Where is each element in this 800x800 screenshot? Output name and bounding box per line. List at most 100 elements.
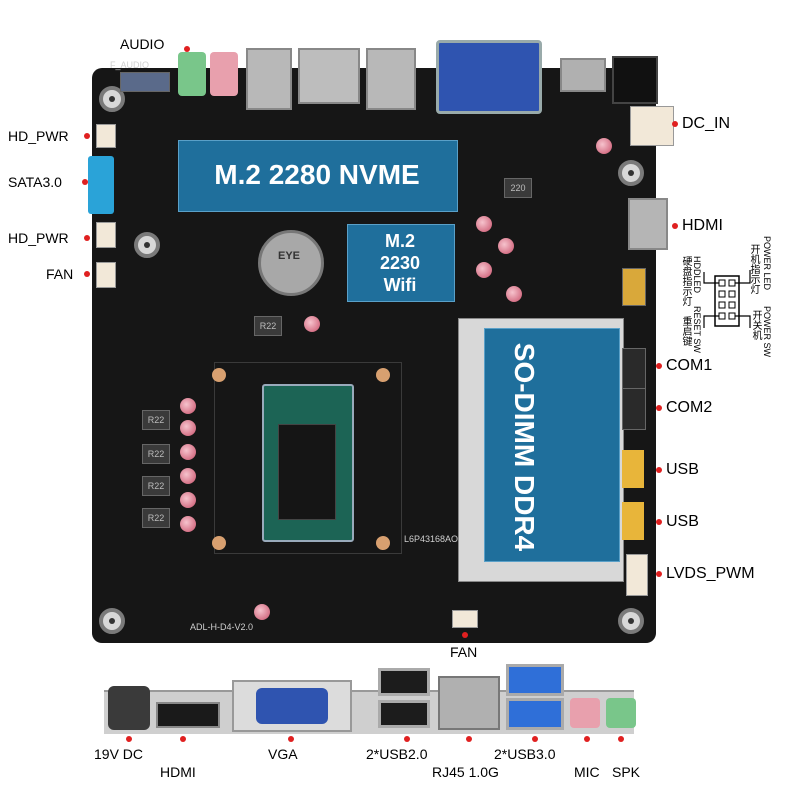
capacitor-7 [476, 216, 492, 232]
io-label-vga: VGA [268, 746, 298, 762]
cpu-pad-4 [376, 536, 390, 550]
io-vga-connector [256, 688, 328, 724]
io-hdmi-dot [180, 736, 186, 742]
label-audio-dot [184, 46, 190, 52]
front-panel-header [622, 268, 646, 306]
cpu-socket-area [214, 362, 402, 554]
m2-wifi-label-3: Wifi [383, 275, 417, 295]
label-fan-left: FAN [46, 266, 74, 282]
io-usb2-dot [404, 736, 410, 742]
label-com2: COM2 [666, 399, 713, 416]
fp-power-sw-cn: 开关机 [750, 310, 761, 340]
capacitor-6 [180, 516, 196, 532]
io-rj45-port [438, 676, 500, 730]
capacitor-9 [476, 262, 492, 278]
dc-in-connector [630, 106, 674, 146]
io-usb3-port-top [506, 664, 564, 696]
label-hdmi-right-dot [672, 223, 678, 229]
capacitor-12 [596, 138, 612, 154]
io-label-hdmi: HDMI [160, 764, 196, 780]
capacitor-4 [180, 468, 196, 484]
capacitor-1 [180, 398, 196, 414]
sata-connector [88, 156, 114, 214]
label-audio: AUDIO [120, 36, 165, 52]
fp-power-sw: POWER SW [762, 306, 772, 357]
mounting-hole-mid-left [134, 232, 160, 258]
label-com1-dot [656, 363, 662, 369]
inductor-3: R22 [142, 476, 170, 496]
label-hd-pwr-bottom: HD_PWR [8, 230, 69, 246]
label-lvds-pwm: LVDS_PWM [666, 565, 755, 582]
cmos-battery [258, 230, 324, 296]
cmos-battery-brand: EYE [278, 250, 301, 262]
cpu-die [278, 424, 336, 520]
cpu-pad-1 [212, 368, 226, 382]
m2-wifi-label-1: M.2 [384, 231, 415, 251]
io-dc-dot [126, 736, 132, 742]
mounting-hole-top-right [618, 160, 644, 186]
capacitor-11 [304, 316, 320, 332]
fp-reset-sw: RESET SW [692, 306, 702, 353]
audio-jack-green [178, 52, 206, 96]
io-label-mic: MIC [574, 764, 600, 780]
capacitor-5 [180, 492, 196, 508]
io-hdmi-port [156, 702, 220, 728]
io-dc-jack [108, 686, 150, 730]
io-vga-dot [288, 736, 294, 742]
io-label-dc: 19V DC [94, 746, 144, 762]
io-rj45-dot [466, 736, 472, 742]
front-audio-header [120, 72, 170, 92]
inductor-2: R22 [142, 444, 170, 464]
io-mic-jack [570, 698, 600, 728]
sodimm-module [484, 328, 620, 562]
usb-header-1 [622, 450, 644, 488]
capacitor-13 [254, 604, 270, 620]
com1-header [622, 348, 646, 390]
hdmi-port-side [628, 198, 668, 250]
label-usb2-dot [656, 519, 662, 525]
vga-port-top [436, 40, 542, 114]
board-model-silk: ADL-H-D4-V2.0 [190, 622, 254, 632]
usb-header-2 [622, 502, 644, 540]
fp-hdd-led: HDDLED [692, 256, 702, 294]
m2-wifi-slot [347, 224, 455, 302]
label-usb2: USB [666, 513, 699, 530]
m2-wifi-label-2: 2230 [379, 253, 421, 273]
io-usb2-port-bottom [378, 700, 430, 728]
fp-power-led-cn: 开机指示灯 [748, 244, 759, 294]
label-dc-in: DC_IN [682, 115, 731, 132]
label-fan-left-dot [84, 271, 90, 277]
inductor-1: R22 [142, 410, 170, 430]
cpu-pad-3 [212, 536, 226, 550]
dc-jack-top [612, 56, 658, 104]
label-hd-pwr-top: HD_PWR [8, 128, 69, 144]
label-lvds-pwm-dot [656, 571, 662, 577]
label-com2-dot [656, 405, 662, 411]
cpu-code-silk: L6P43168AO [404, 534, 459, 544]
fp-hdd-led-cn: 硬盘指示灯 [680, 256, 691, 306]
inductor-6: 220 [504, 178, 532, 198]
hdmi-port-top [560, 58, 606, 92]
label-sata-dot [82, 179, 88, 185]
inductor-5: R22 [254, 316, 282, 336]
lvds-pwm-connector [626, 554, 648, 596]
io-usb2-port-top [378, 668, 430, 696]
fp-power-led: POWER LED [762, 236, 772, 291]
io-usb3-port-bottom [506, 698, 564, 730]
label-usb1: USB [666, 461, 699, 478]
label-hdmi-right: HDMI [682, 217, 723, 234]
label-usb1-dot [656, 467, 662, 473]
usb-port-top-1 [246, 48, 292, 110]
label-com1: COM1 [666, 357, 713, 374]
m2-nvme-label: M.2 2280 NVME [214, 159, 420, 190]
label-hd-pwr-bottom-dot [84, 235, 90, 241]
io-usb3-dot [532, 736, 538, 742]
rj45-port-top [298, 48, 360, 104]
capacitor-8 [498, 238, 514, 254]
com2-header [622, 388, 646, 430]
hd-pwr-connector-bottom [96, 222, 116, 248]
io-mic-dot [584, 736, 590, 742]
label-sata: SATA3.0 [8, 174, 62, 190]
label-fan-bottom: FAN [450, 644, 478, 660]
capacitor-10 [506, 286, 522, 302]
